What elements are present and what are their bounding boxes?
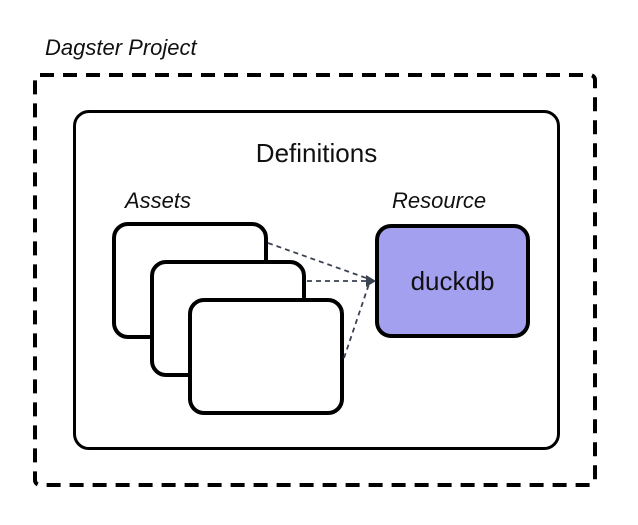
resource-node-label: duckdb (410, 266, 495, 296)
asset-card (188, 298, 344, 415)
resource-node: duckdb (375, 224, 530, 338)
assets-label: Assets (125, 188, 192, 213)
resource-label: Resource (392, 188, 487, 213)
definitions-label: Definitions (255, 138, 378, 168)
project-title: Dagster Project (45, 35, 197, 60)
